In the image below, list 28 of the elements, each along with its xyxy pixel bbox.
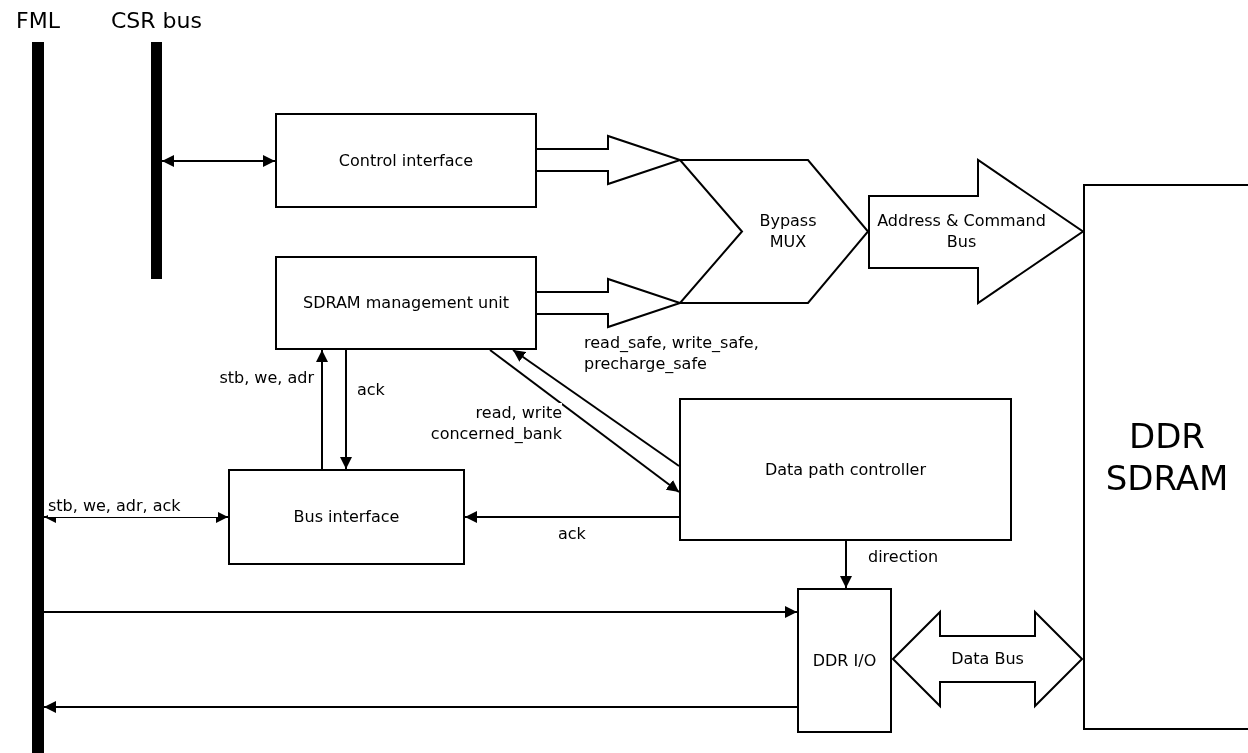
arrow (464, 511, 680, 523)
bus-label: CSR bus (111, 8, 202, 35)
module-box (797, 588, 892, 733)
edge-label: stb, we, adr, ack (48, 496, 218, 517)
block-label: Bypass MUX (758, 210, 818, 253)
arrow (512, 349, 680, 467)
arrow (43, 606, 798, 618)
module-box (275, 113, 537, 208)
block-label: Data path controller (764, 459, 927, 480)
arrow (316, 349, 328, 470)
arrow (161, 155, 276, 167)
block-label: Control interface (338, 150, 474, 171)
bus-label: FML (16, 8, 60, 35)
memory-block (1083, 184, 1248, 730)
block-label: DDR SDRAM (1104, 414, 1230, 500)
block-label: Data Bus (950, 648, 1025, 670)
block-label: Bus interface (293, 507, 400, 527)
arrow (43, 511, 229, 523)
arrow (43, 701, 798, 713)
arrow (489, 349, 680, 493)
module-box (275, 256, 537, 350)
arrow (340, 349, 352, 470)
block-label: DDR I/O (812, 650, 877, 671)
block-label: Address & Command Bus (876, 210, 1047, 253)
module-box (228, 469, 465, 565)
arrow (840, 540, 852, 589)
block-label: SDRAM management unit (302, 293, 509, 313)
module-box (679, 398, 1012, 541)
